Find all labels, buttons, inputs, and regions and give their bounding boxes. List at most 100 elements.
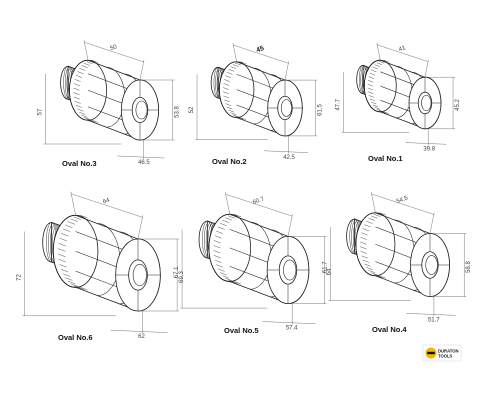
knurl-line [235,62,241,66]
knurl-line [216,264,223,268]
knurl-line [368,218,375,221]
knurl-line [237,117,244,120]
back-face [208,213,251,282]
dim-bottom-value: 51.7 [428,317,440,323]
part-label: Oval No.5 [224,326,259,335]
knurl-line [234,214,242,218]
dim-line-top [225,193,293,217]
knurl-line [222,219,230,223]
knurl-line [223,91,229,95]
knurl-line [81,114,88,118]
ext-line [225,192,230,215]
knurl-line [91,60,99,63]
knurl-line [214,235,222,239]
duraton-tools-logo: DURATON TOOLS [422,344,462,362]
knurl-line [59,237,67,242]
knurl-line [368,91,374,94]
knurl-line [77,215,85,219]
knurl-line [232,114,239,118]
dim-line-top [83,42,145,63]
knurl-line [226,72,233,75]
knurl-line [225,75,232,78]
knurl-line [62,273,71,277]
knurl-line [73,216,82,220]
knurl-line [368,76,375,79]
knurl-line [362,228,370,232]
oval-no-3: 50 53.8 57 46.5 Oval No.3 [37,40,181,168]
knurl-line [360,241,367,245]
knurl-line [372,66,379,70]
dim-top-value: 41 [398,45,407,53]
knurl-line [83,117,91,120]
knurl-line [369,72,376,76]
knurl-line [223,83,230,86]
knurl-line [372,104,379,108]
part-label: Oval No.3 [62,159,97,168]
dim-line-top [376,44,429,62]
knurl-line [376,212,384,216]
dim-line-bottom [405,142,447,145]
dimensions [195,42,318,154]
bore-hole [421,95,432,111]
knurl-line [228,215,235,219]
dim-bottom-value: 46.5 [138,160,150,166]
back-face [355,212,396,277]
knurl-line [73,96,80,100]
knurl-line [376,62,383,65]
knurl-line [228,109,235,113]
dim-bottom-value: 62 [138,334,145,340]
knurl-line [226,106,233,110]
knurl-line [213,255,221,259]
knurl-line [65,224,73,228]
knurl-line [371,215,378,219]
knurl-line [81,65,88,68]
dim-bottom-value: 42.5 [283,155,295,161]
knurl-line [371,69,377,73]
knurl-line [60,233,69,237]
knurl-line [364,263,371,267]
knurl-line [58,243,66,247]
logo-mark-icon [425,347,437,359]
bore-hole [280,99,292,117]
knurl-line [379,275,386,279]
knurl-line [237,61,244,65]
ext-line [284,61,289,81]
dimensions [180,192,327,325]
knurl-line [376,109,383,112]
dim-left-value: 57 [37,108,43,115]
knurl-line [74,79,81,82]
knurl-line [223,95,230,99]
knurl-line [74,101,81,104]
knurl-line [360,237,367,240]
dim-side-value: 53.8 [175,106,181,118]
knurl-line [217,268,225,272]
dim-line-bottom [406,313,456,316]
knurl-line [368,270,375,273]
dimensions [43,40,175,159]
knurl-line [59,264,67,268]
knurl-line [65,277,73,281]
knurl-line [371,272,378,276]
dimensions [328,191,467,317]
dim-left-value: 67.1 [174,266,180,278]
knurl-line [379,212,386,216]
knurl-line [217,226,225,230]
knurl-line [230,66,237,69]
knurl-line [77,108,84,112]
dim-top-value: 50 [109,44,118,52]
dim-line-bottom [263,150,308,153]
dim-side-value: 64 [327,268,333,275]
knurl-line [58,253,66,257]
knurl-line [378,61,385,64]
knurl-line [89,119,96,123]
knurl-line [62,228,71,232]
knurl-line [381,60,387,63]
knurl-line [232,64,239,67]
knurl-line [362,259,370,263]
bore-hole [132,263,147,287]
